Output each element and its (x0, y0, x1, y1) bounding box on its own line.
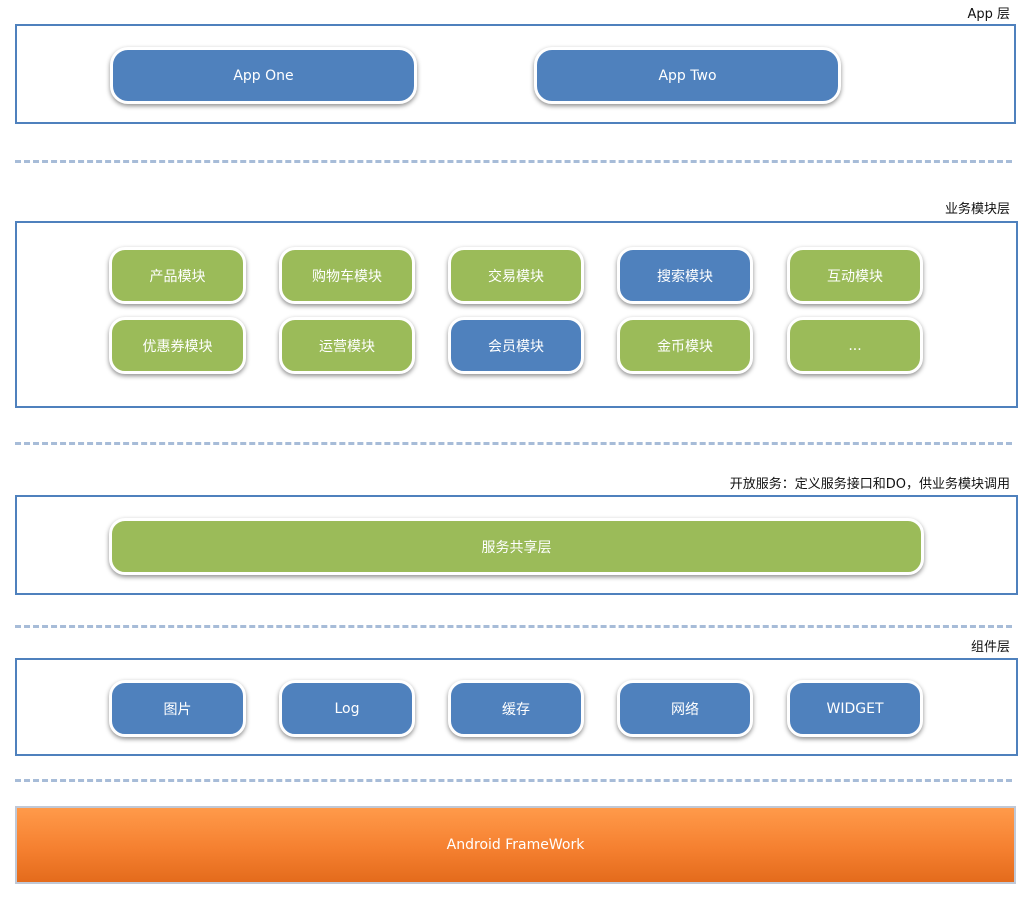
component-label: WIDGET (826, 700, 884, 717)
service-shared-label: 服务共享层 (481, 539, 552, 556)
android-framework-bar: Android FrameWork (15, 806, 1016, 884)
component-layer-label: 组件层 (970, 640, 1010, 655)
app-two-label: App Two (658, 67, 717, 84)
service-layer-box: 服务共享层 (15, 495, 1018, 595)
module-product[interactable]: 产品模块 (109, 247, 246, 304)
module-search[interactable]: 搜索模块 (617, 247, 753, 304)
module-label: 搜索模块 (657, 268, 713, 285)
layer-divider (15, 625, 1012, 628)
layer-divider (15, 779, 1012, 782)
module-label: 产品模块 (149, 268, 206, 285)
app-two-button[interactable]: App Two (534, 47, 841, 104)
module-label: 交易模块 (488, 268, 544, 285)
component-image[interactable]: 图片 (109, 680, 246, 737)
app-layer-box: App One App Two (15, 24, 1016, 124)
component-label: 网络 (671, 701, 699, 718)
service-layer-label: 开放服务：定义服务接口和DO，供业务模块调用 (729, 477, 1010, 492)
android-framework-label: Android FrameWork (446, 837, 585, 853)
business-layer-box: 产品模块 购物车模块 交易模块 搜索模块 互动模块 优惠券模块 运营模块 会员模… (15, 221, 1018, 408)
app-one-label: App One (233, 67, 294, 84)
module-cart[interactable]: 购物车模块 (279, 247, 415, 304)
module-member[interactable]: 会员模块 (448, 317, 584, 374)
module-label: 互动模块 (827, 268, 883, 285)
module-label: 金币模块 (657, 338, 713, 355)
module-coupon[interactable]: 优惠券模块 (109, 317, 246, 374)
module-interaction[interactable]: 互动模块 (787, 247, 923, 304)
module-operations[interactable]: 运营模块 (279, 317, 415, 374)
module-label: 运营模块 (319, 338, 375, 355)
module-label: 购物车模块 (312, 268, 382, 285)
component-label: 图片 (163, 701, 192, 718)
component-layer-box: 图片 Log 缓存 网络 WIDGET (15, 658, 1018, 756)
component-label: Log (334, 700, 360, 717)
component-log[interactable]: Log (279, 680, 415, 737)
app-layer-label: App 层 (967, 7, 1010, 22)
service-shared-bar[interactable]: 服务共享层 (109, 518, 924, 575)
layer-divider (15, 160, 1012, 163)
layer-divider (15, 442, 1012, 445)
module-more[interactable]: ... (787, 317, 923, 374)
module-coins[interactable]: 金币模块 (617, 317, 753, 374)
business-layer-label: 业务模块层 (944, 202, 1010, 217)
app-one-button[interactable]: App One (110, 47, 417, 104)
module-trade[interactable]: 交易模块 (448, 247, 584, 304)
module-label: ... (848, 337, 862, 354)
component-network[interactable]: 网络 (617, 680, 753, 737)
module-label: 优惠券模块 (142, 338, 213, 355)
component-cache[interactable]: 缓存 (448, 680, 584, 737)
component-label: 缓存 (502, 701, 530, 718)
component-widget[interactable]: WIDGET (787, 680, 923, 737)
module-label: 会员模块 (488, 338, 544, 355)
